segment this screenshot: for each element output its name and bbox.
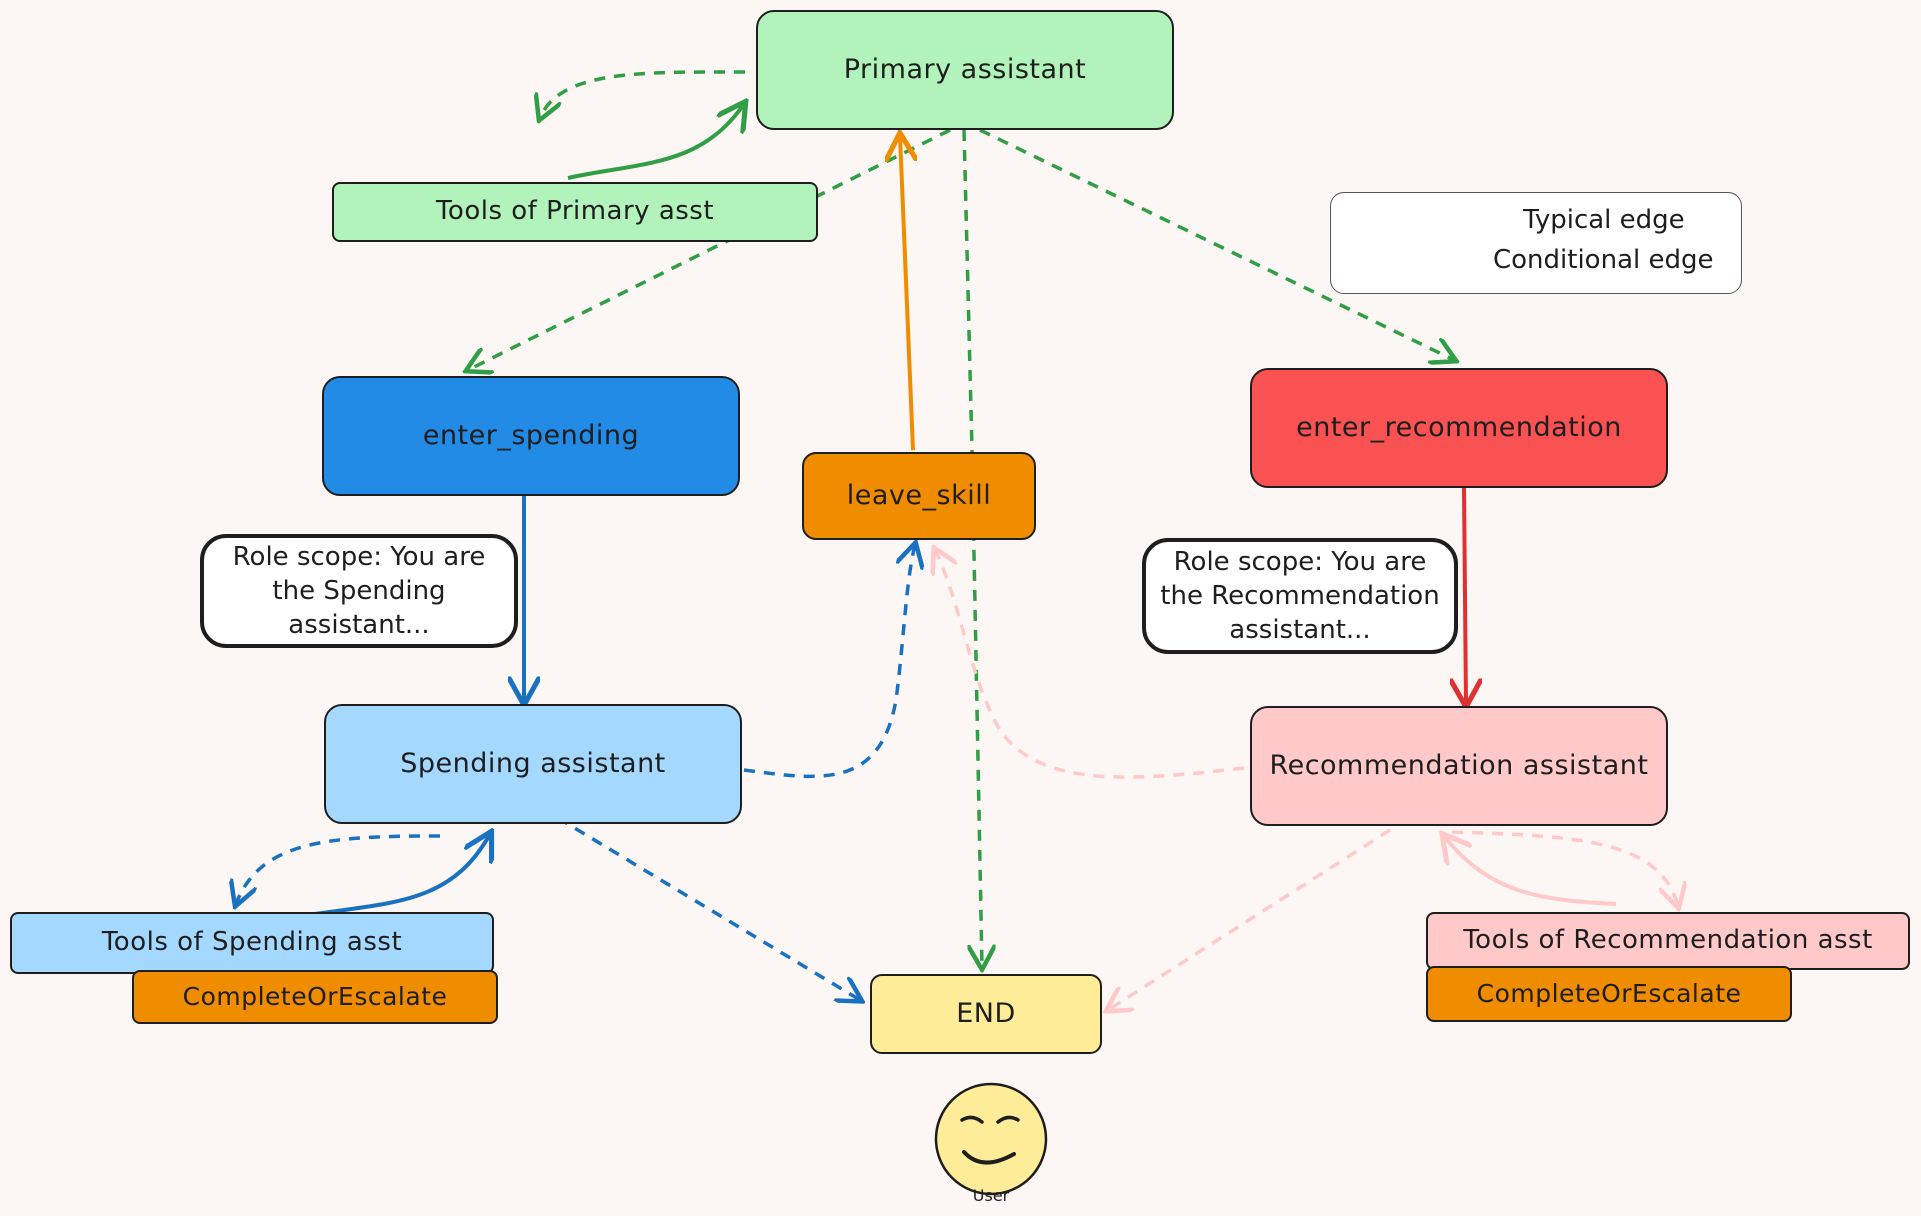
note-recommendation-role: Role scope: You are the Recommendation a…	[1142, 538, 1458, 654]
node-complete-or-escalate-right: CompleteOrEscalate	[1426, 966, 1792, 1022]
edge-spending-to-end	[557, 816, 860, 1000]
node-leave-skill: leave_skill	[802, 452, 1036, 540]
node-enter-recommendation: enter_recommendation	[1250, 368, 1668, 488]
legend-typical-label: Typical edge	[1523, 205, 1685, 235]
edge-primary-to-end	[962, 129, 982, 967]
edge-spending-to-tools	[236, 834, 441, 904]
node-primary-assistant: Primary assistant	[756, 10, 1174, 130]
edge-recommendation-to-end	[1108, 828, 1391, 1010]
node-enter-spending: enter_spending	[322, 376, 740, 496]
edge-tools-to-recommendation	[1444, 836, 1617, 906]
edge-enter-recommendation-to-recommendation	[1464, 487, 1466, 704]
node-complete-or-escalate-left: CompleteOrEscalate	[132, 970, 498, 1024]
user-face-icon	[934, 1082, 1048, 1196]
edge-primary-to-enter-recommendation	[979, 128, 1454, 360]
node-tools-recommendation: Tools of Recommendation asst	[1426, 912, 1910, 970]
node-spending-assistant: Spending assistant	[324, 704, 742, 824]
edge-tools-to-primary	[567, 104, 744, 180]
node-end: END	[870, 974, 1102, 1054]
edge-tools-to-spending	[301, 834, 490, 918]
user-label: User	[972, 1186, 1010, 1205]
node-tools-primary: Tools of Primary asst	[332, 182, 818, 242]
legend-conditional-label: Conditional edge	[1493, 245, 1714, 275]
edge-leave-skill-to-primary	[900, 136, 913, 451]
edge-primary-to-enter-spending	[468, 128, 951, 370]
edge-recommendation-to-leave-skill	[935, 550, 1245, 779]
node-recommendation-assistant: Recommendation assistant	[1250, 706, 1668, 826]
note-spending-role: Role scope: You are the Spending assista…	[200, 534, 518, 648]
legend-box: Typical edge Conditional edge	[1330, 192, 1742, 294]
node-tools-spending: Tools of Spending asst	[10, 912, 494, 974]
edge-spending-to-leave-skill	[743, 545, 915, 779]
edge-primary-to-tools	[540, 70, 746, 118]
edge-recommendation-to-tools	[1451, 830, 1678, 906]
